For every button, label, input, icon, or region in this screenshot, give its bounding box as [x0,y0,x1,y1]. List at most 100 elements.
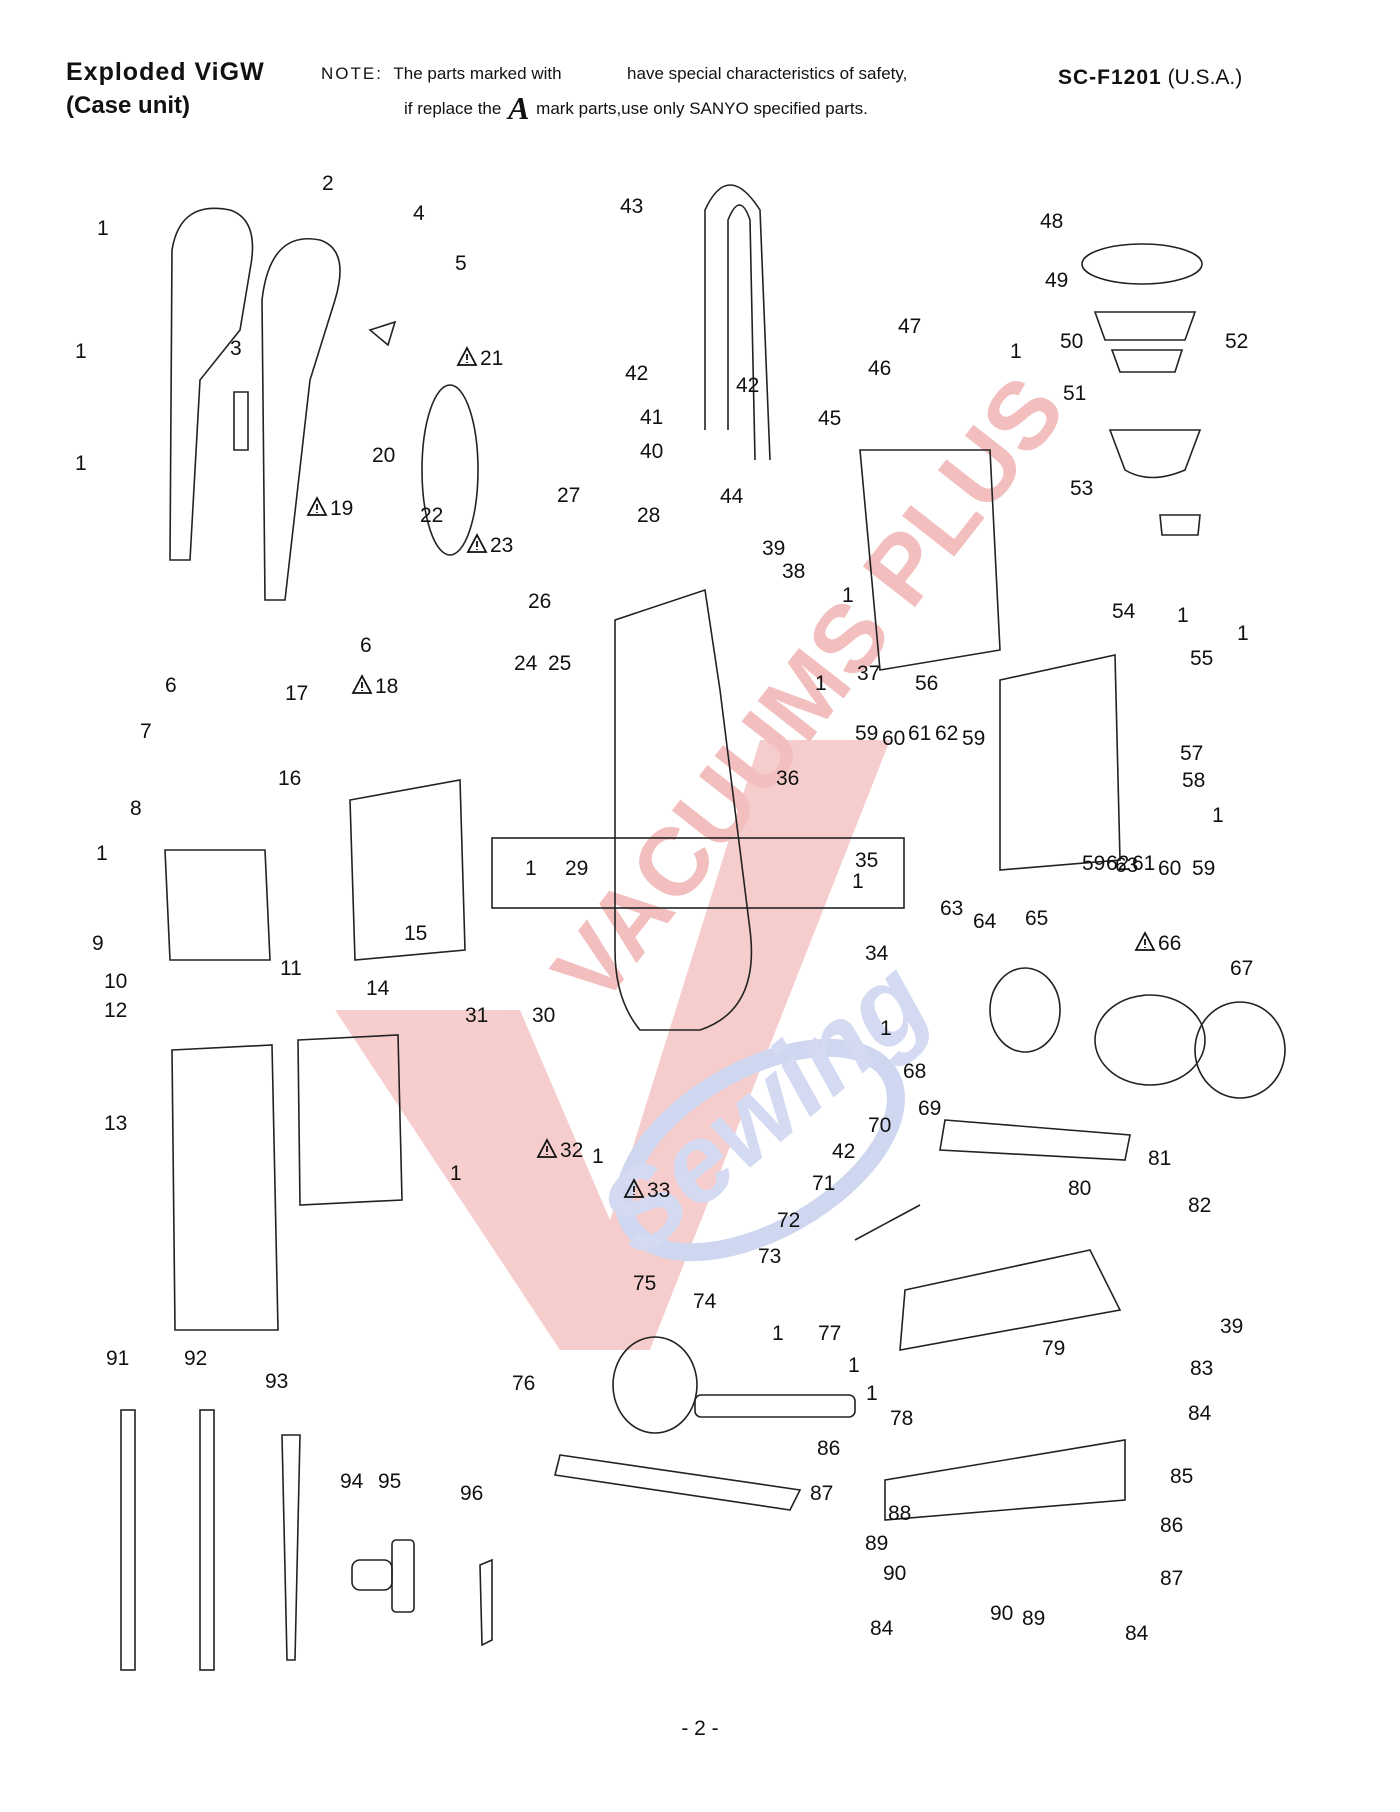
callout-number: 94 [340,1470,364,1493]
part-74-brush-roll [694,1394,856,1418]
callout-1: 1 [450,1162,462,1185]
callout-number: 1 [815,672,827,695]
callout-number: 81 [1148,1147,1171,1170]
callout-number: 35 [855,849,878,872]
callout-1: 1 [1212,804,1224,827]
callout-number: 37 [857,662,880,685]
callout-number: 84 [1188,1402,1212,1425]
callout-88: 88 [888,1502,911,1525]
callout-number: 85 [1170,1465,1193,1488]
callout-11: 11 [280,957,302,980]
callout-6: 6 [165,674,177,697]
callout-32: 32 [536,1138,583,1162]
callout-33: 33 [623,1178,670,1202]
callout-number: 17 [285,682,308,705]
callout-number: 30 [532,1004,555,1027]
part-71-flex-hose [854,1204,921,1241]
callout-number: 39 [1220,1315,1243,1338]
warning-icon [1134,931,1156,951]
callout-number: 1 [880,1017,892,1040]
callout-number: 78 [890,1407,913,1430]
callout-1: 1 [97,217,109,240]
callout-number: 19 [330,497,353,520]
callout-number: 39 [762,537,785,560]
callout-number: 51 [1063,382,1086,405]
callout-number: 96 [460,1482,483,1505]
callout-number: 5 [455,252,467,275]
callout-1: 1 [75,340,87,363]
callout-78: 78 [890,1407,913,1430]
callout-number: 23 [490,534,513,557]
part-49-gasket [1093,311,1197,341]
callout-number: 86 [817,1437,840,1460]
part-13-lower-body [171,1044,279,1331]
part-outlines [120,184,1286,1671]
callout-26: 26 [528,590,551,613]
safety-note-line-2: if replace the A mark parts,use only SAN… [404,90,868,127]
callout-28: 28 [637,504,660,527]
callout-number: 1 [1177,604,1189,627]
callout-80: 80 [1068,1177,1091,1200]
callout-number: 26 [528,590,551,613]
callout-number: 1 [852,870,864,893]
callout-1: 1 [75,452,87,475]
callout-60: 60 [1158,857,1181,880]
callout-89: 89 [865,1532,888,1555]
part-43-hose [704,184,771,461]
callout-number: 90 [883,1562,906,1585]
part-81-nozzle-base [899,1249,1122,1351]
callout-number: 71 [812,1172,835,1195]
callout-number: 49 [1045,269,1068,292]
model-number: SC-F1201 (U.S.A.) [1058,66,1242,90]
warning-icon [306,496,328,516]
warning-icon [623,1178,645,1198]
callout-number: 63 [1115,854,1138,877]
callout-56: 56 [915,672,938,695]
a-mark-symbol: A [508,90,530,126]
callout-59: 59 [855,722,878,745]
callout-number: 77 [818,1322,841,1345]
callout-41: 41 [640,406,663,429]
callout-number: 13 [104,1112,127,1135]
callout-number: 1 [1237,622,1249,645]
part-68-bumper [939,1119,1131,1161]
callout-number: 87 [1160,1567,1183,1590]
callout-72: 72 [777,1209,800,1232]
part-66-motor [1094,994,1206,1086]
callout-number: 89 [865,1532,888,1555]
callout-37: 37 [857,662,880,685]
callout-number: 2 [322,172,334,195]
callout-71: 71 [812,1172,835,1195]
callout-59: 59 [962,727,985,750]
callout-62: 62 [1106,852,1129,875]
callout-5: 5 [455,252,467,275]
callout-48: 48 [1040,210,1063,233]
callout-29: 29 [565,857,588,880]
safety-note-line-1: NOTE: The parts marked with have special… [321,64,907,84]
callout-number: 16 [278,767,301,790]
part-75-belt-cover [612,1336,698,1434]
callout-number: 1 [1010,340,1022,363]
callout-number: 73 [758,1245,781,1268]
highlight-box [491,837,905,909]
callout-1: 1 [848,1354,860,1377]
callout-number: 33 [647,1179,670,1202]
callout-number: 1 [592,1145,604,1168]
callout-87: 87 [1160,1567,1183,1590]
callout-51: 51 [1063,382,1086,405]
callout-66: 66 [1134,931,1181,955]
callout-number: 25 [548,652,571,675]
callout-number: 27 [557,484,580,507]
callout-number: 58 [1182,769,1205,792]
callout-number: 46 [868,357,891,380]
callout-number: 63 [940,897,963,920]
callout-9: 9 [92,932,104,955]
callout-55: 55 [1190,647,1213,670]
callout-number: 28 [637,504,660,527]
callout-34: 34 [865,942,889,965]
callout-42: 42 [832,1140,855,1163]
callout-number: 86 [1160,1514,1183,1537]
callout-number: 1 [842,584,854,607]
